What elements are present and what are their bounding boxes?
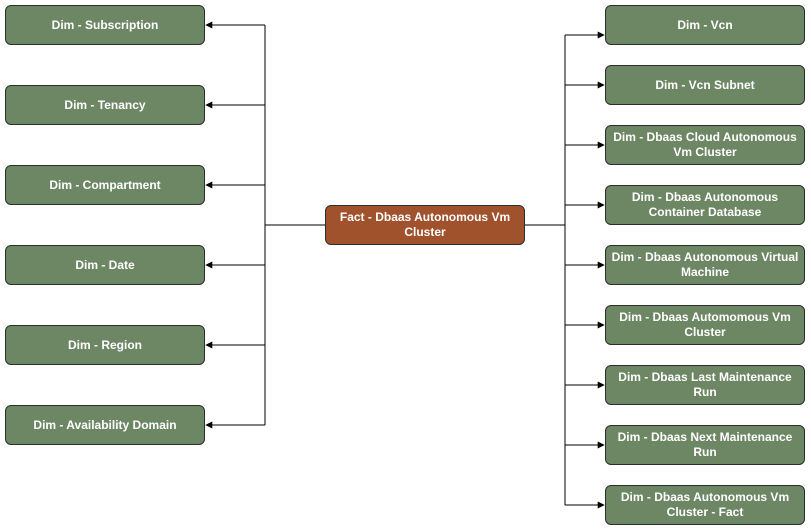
dim-node-autonomous-vm-cluster-fact[interactable]: Dim - Dbaas Autonomous Vm Cluster - Fact [605,485,805,525]
dim-node-label: Dim - Date [75,257,135,272]
dim-node-label: Dim - Subscription [51,17,159,32]
dim-node-vcn[interactable]: Dim - Vcn [605,5,805,45]
dim-node-label: Dim - Dbaas Last Maintenance Run [618,370,792,399]
dim-node-autonomous-virtual-machine[interactable]: Dim - Dbaas Autonomous Virtual Machine [605,245,805,285]
dim-node-date[interactable]: Dim - Date [5,245,205,285]
fact-node-label: Fact - Dbaas Autonomous Vm Cluster [339,210,511,239]
dim-node-label: Dim - Tenancy [64,97,146,112]
dim-node-vcn-subnet[interactable]: Dim - Vcn Subnet [605,65,805,105]
dim-node-label: Dim - Dbaas Automomous Vm Cluster [619,310,791,339]
dim-node-tenancy[interactable]: Dim - Tenancy [5,85,205,125]
dim-node-compartment[interactable]: Dim - Compartment [5,165,205,205]
dim-node-label: Dim - Dbaas Autonomous Container Databas… [631,190,779,219]
dim-node-label: Dim - Region [68,337,142,352]
fact-node[interactable]: Fact - Dbaas Autonomous Vm Cluster [325,205,525,245]
connector-lines [205,21,605,509]
dim-node-label: Dim - Vcn [677,17,733,32]
dim-node-next-maintenance-run[interactable]: Dim - Dbaas Next Maintenance Run [605,425,805,465]
dim-node-availability-domain[interactable]: Dim - Availability Domain [5,405,205,445]
dim-node-autonomous-container-database[interactable]: Dim - Dbaas Autonomous Container Databas… [605,185,805,225]
dim-node-cloud-autonomous-vm-cluster[interactable]: Dim - Dbaas Cloud Autonomous Vm Cluster [605,125,805,165]
dim-node-label: Dim - Dbaas Cloud Autonomous Vm Cluster [613,130,797,159]
dim-node-label: Dim - Dbaas Autonomous Vm Cluster - Fact [620,490,790,519]
dim-node-last-maintenance-run[interactable]: Dim - Dbaas Last Maintenance Run [605,365,805,405]
dim-node-label: Dim - Compartment [49,177,161,192]
dim-node-automomous-vm-cluster[interactable]: Dim - Dbaas Automomous Vm Cluster [605,305,805,345]
dim-node-label: Dim - Dbaas Autonomous Virtual Machine [611,250,799,279]
dim-node-label: Dim - Vcn Subnet [655,77,755,92]
dim-node-region[interactable]: Dim - Region [5,325,205,365]
dim-node-label: Dim - Availability Domain [33,417,177,432]
dim-node-subscription[interactable]: Dim - Subscription [5,5,205,45]
dim-node-label: Dim - Dbaas Next Maintenance Run [617,430,793,459]
